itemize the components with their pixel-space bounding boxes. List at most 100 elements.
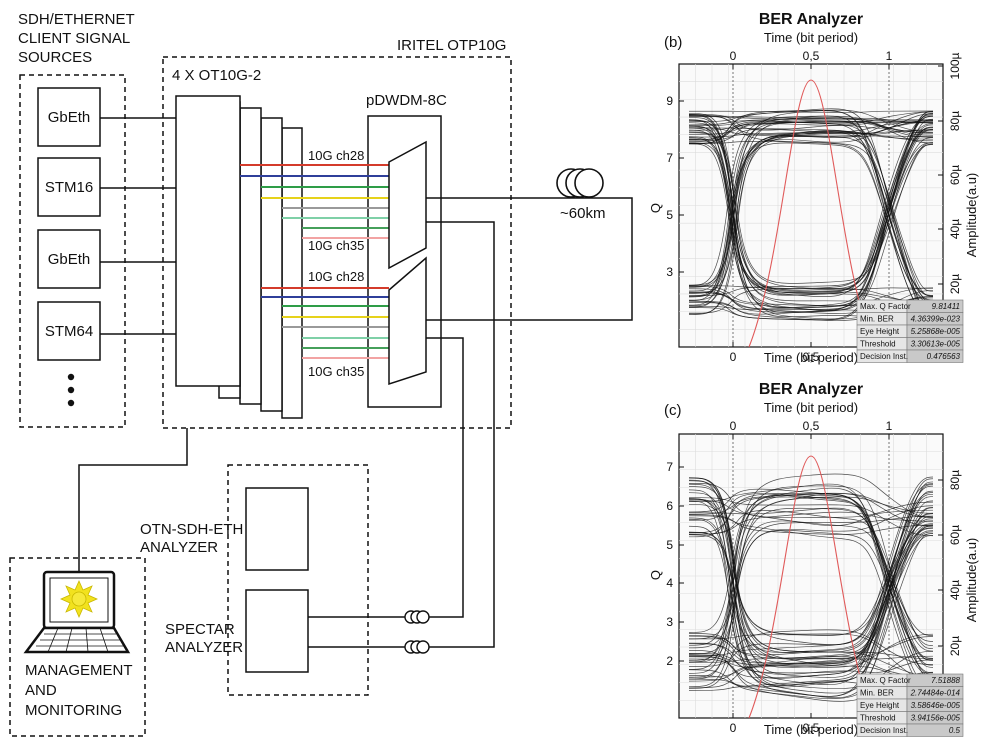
eye-trace — [688, 489, 934, 653]
source-label-gbeth-2: GbEth — [48, 251, 91, 268]
eye-trace — [688, 483, 934, 659]
spectar-analyzer-label-2: ANALYZER — [165, 639, 243, 656]
eye-trace — [688, 128, 934, 292]
sources-title-line-3: SOURCES — [18, 49, 92, 66]
eye-trace — [688, 629, 934, 689]
eye-trace — [688, 127, 934, 303]
stat-key: Eye Height — [860, 701, 900, 710]
eye-trace — [688, 479, 934, 668]
ber-c-bottom-axis-label: Time (bit period) — [764, 722, 858, 737]
y-right-tick-label: 40µ — [948, 219, 962, 239]
fiber-length-label: ~60km — [560, 205, 605, 222]
ellipsis-dot — [67, 373, 75, 381]
y-right-tick-label: 80µ — [948, 111, 962, 131]
eye-trace — [688, 114, 934, 298]
eye-trace — [688, 531, 934, 694]
x-tick-label-top: 1 — [886, 419, 893, 433]
stat-value: 7.51888 — [931, 676, 960, 685]
y-left-tick-label: 9 — [666, 94, 673, 108]
y-left-tick-label: 2 — [666, 654, 673, 668]
stat-key: Decision Inst. — [860, 726, 908, 735]
eye-trace — [688, 512, 934, 656]
stat-key: Max. Q Factor — [860, 676, 911, 685]
ber-b-y-left-label: Q — [648, 203, 663, 213]
eye-trace — [688, 493, 934, 687]
eye-trace — [688, 112, 934, 296]
eye-trace — [688, 125, 934, 309]
y-right-tick-label: 20µ — [948, 274, 962, 294]
panel-label-b: (b) — [664, 34, 682, 51]
sources-dashed-frame — [19, 74, 126, 428]
eye-trace — [688, 494, 934, 652]
eye-trace — [688, 137, 934, 311]
y-left-tick-label: 4 — [666, 576, 673, 590]
x-tick-label-top: 0,5 — [803, 419, 820, 433]
ber-c-title: BER Analyzer — [759, 381, 863, 398]
eye-trace — [688, 651, 934, 700]
eye-trace — [688, 500, 934, 689]
x-tick-label-top: 0,5 — [803, 49, 820, 63]
eye-trace — [688, 131, 934, 142]
stat-key: Threshold — [860, 714, 896, 723]
attenuator-spools — [404, 610, 430, 654]
eye-trace — [688, 115, 934, 124]
x-tick-label-bottom: 0,5 — [803, 721, 820, 735]
source-box-gbeth-1 — [37, 87, 101, 147]
eye-trace — [688, 118, 934, 288]
eye-trace — [688, 527, 934, 668]
eye-trace — [688, 116, 934, 138]
ber-b-title: BER Analyzer — [759, 11, 863, 28]
ber-analyzer-b: (b) BER Analyzer Time (bit period) Time … — [648, 11, 979, 365]
stat-key: Threshold — [860, 340, 896, 349]
eye-trace — [688, 477, 934, 660]
eye-trace — [688, 120, 934, 303]
otp10g-group: IRITEL OTP10G 4 X OT10G-2 pDWDM-8C 10G c… — [162, 37, 512, 429]
eye-trace — [688, 483, 934, 645]
source-box-stm16 — [37, 157, 101, 217]
sources-title-line-2: CLIENT SIGNAL — [18, 30, 130, 47]
q-factor-curve — [748, 79, 874, 348]
ber-analyzer-c: (c) BER Analyzer Time (bit period) Time … — [648, 381, 979, 737]
channel-label-lower-bottom: 10G ch35 — [308, 364, 364, 379]
laptop-icon — [23, 570, 131, 654]
transponder-card — [260, 117, 283, 412]
x-tick-label-bottom: 0,5 — [803, 350, 820, 364]
spectrum-analyzer-box — [245, 589, 309, 673]
otn-analyzer-label-1: OTN-SDH-ETH — [140, 521, 243, 538]
eye-trace — [688, 500, 934, 679]
eye-trace — [688, 126, 934, 314]
source-box-stm64 — [37, 301, 101, 361]
mux-label: pDWDM-8C — [366, 92, 447, 109]
eye-trace — [688, 514, 934, 535]
transponder-card — [239, 107, 262, 405]
eye-trace — [688, 109, 934, 307]
source-label-gbeth-1: GbEth — [48, 109, 91, 126]
eye-trace — [688, 110, 934, 321]
eye-trace — [688, 505, 934, 655]
source-box-gbeth-2 — [37, 229, 101, 289]
eye-trace — [688, 285, 934, 291]
eye-trace — [688, 492, 934, 670]
eye-trace — [688, 496, 934, 665]
otp10g-dashed-frame — [162, 56, 512, 429]
stat-value: 4.36399e-023 — [911, 315, 961, 324]
eye-trace — [688, 127, 934, 138]
eye-trace — [688, 507, 934, 678]
analyzers-group: OTN-SDH-ETH ANALYZER SPECTAR ANALYZER — [140, 464, 369, 696]
eye-trace — [688, 485, 934, 678]
eye-trace — [688, 118, 934, 290]
channel-lanes-upper — [240, 164, 389, 239]
management-label-3: MONITORING — [25, 702, 122, 719]
ber-b-bottom-axis-label: Time (bit period) — [764, 350, 858, 365]
mux-trapezoid — [388, 140, 427, 270]
sources-title-line-1: SDH/ETHERNET — [18, 11, 135, 28]
ellipsis-dot — [67, 399, 75, 407]
client-sources-group: SDH/ETHERNET CLIENT SIGNAL SOURCES GbEth… — [18, 11, 135, 428]
x-tick-label-top: 0 — [730, 419, 737, 433]
eye-trace — [688, 535, 934, 663]
eye-trace — [688, 513, 934, 697]
eye-trace — [688, 122, 934, 141]
